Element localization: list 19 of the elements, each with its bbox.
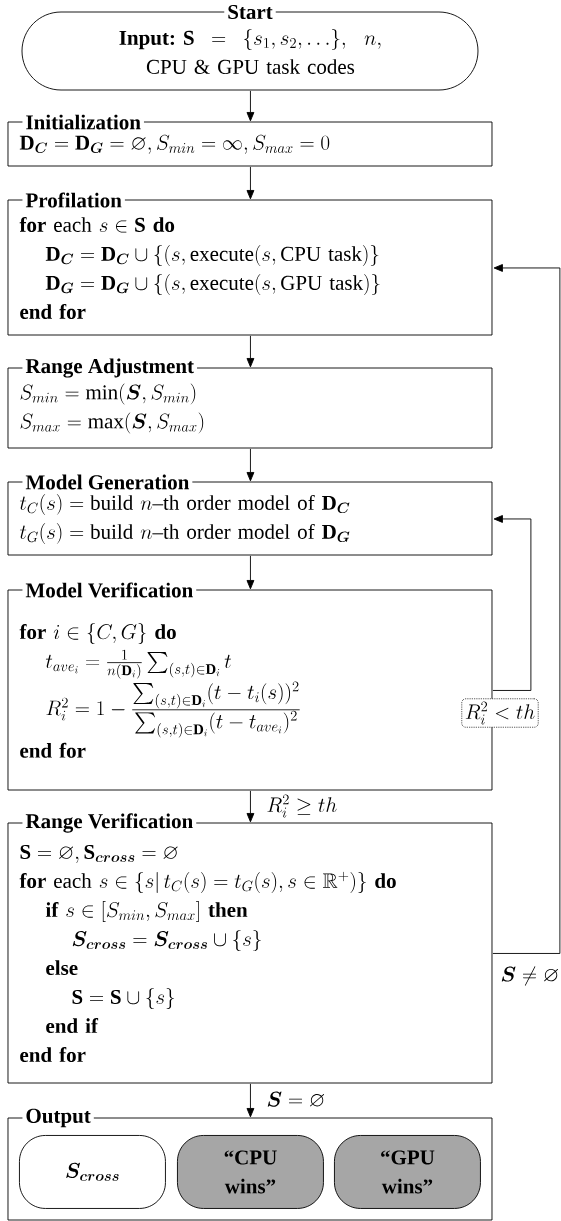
edge-label: $R_i^2<th$ xyxy=(461,698,539,728)
arrow xyxy=(246,555,255,590)
step-box: Initialization $\mathbf{D}_{\boldsymbol{C}}=\mathbf{D}_{\boldsymbol{G}}=\varnothing,S_{min}=\infty,S_{max}=0$ xyxy=(7,113,493,167)
result-terminal: “CPU wins” xyxy=(177,1135,324,1209)
arrow xyxy=(246,1083,255,1118)
arrow xyxy=(492,264,561,954)
result-terminal: “GPU wins” xyxy=(334,1135,481,1209)
edge-label: $\boldsymbol{S}\neq\varnothing$ xyxy=(497,963,561,989)
arrow xyxy=(492,515,532,691)
arrow xyxy=(246,90,255,122)
arrow xyxy=(246,335,255,368)
arrow xyxy=(246,166,255,200)
step-box: Model Generation $t_C(s)=\text{build }n\text{--th order model of }\mathbf{D}_{\boldsymbol{C}}$ $t_G(s)=\text{build }n\text{--th order model of }\mathbf{D}_{\boldsymbol{G}}$ xyxy=(7,473,493,556)
result-terminal: $\boldsymbol{S_{cross}}$ xyxy=(19,1135,166,1209)
step-box: Range Adjustment $S_{min}=\min(\boldsymbol{S},S_{min})$ $S_{max}=\max(\boldsymbol{S},S_{max})$ xyxy=(7,357,493,449)
arrow xyxy=(246,448,255,482)
start-terminal: Start $\textbf{Input:}\ \mathbf{S}=\{s_1,s_2,\ldots\},\ \ n,$ CPU & GPU task codes xyxy=(21,3,479,91)
step-box: Profilation $\textbf{for}\ \text{each}\ s\in\mathbf{S}\ \textbf{do}$ $\mathbf{D}_{\boldsymbol{C}}=\mathbf{D}_{\boldsymbol{C}}\cup\{(s,\text{execute}(s,\text{CPU task})\}$ $\mathbf{D}_{\boldsymbol{G}}=\mathbf{D}_{\boldsymbol{G}}\cup\{(s,\text{execute}(s,\text{GPU task})\}$ $\textbf{end for}$ xyxy=(7,191,493,336)
arrow xyxy=(246,790,255,823)
